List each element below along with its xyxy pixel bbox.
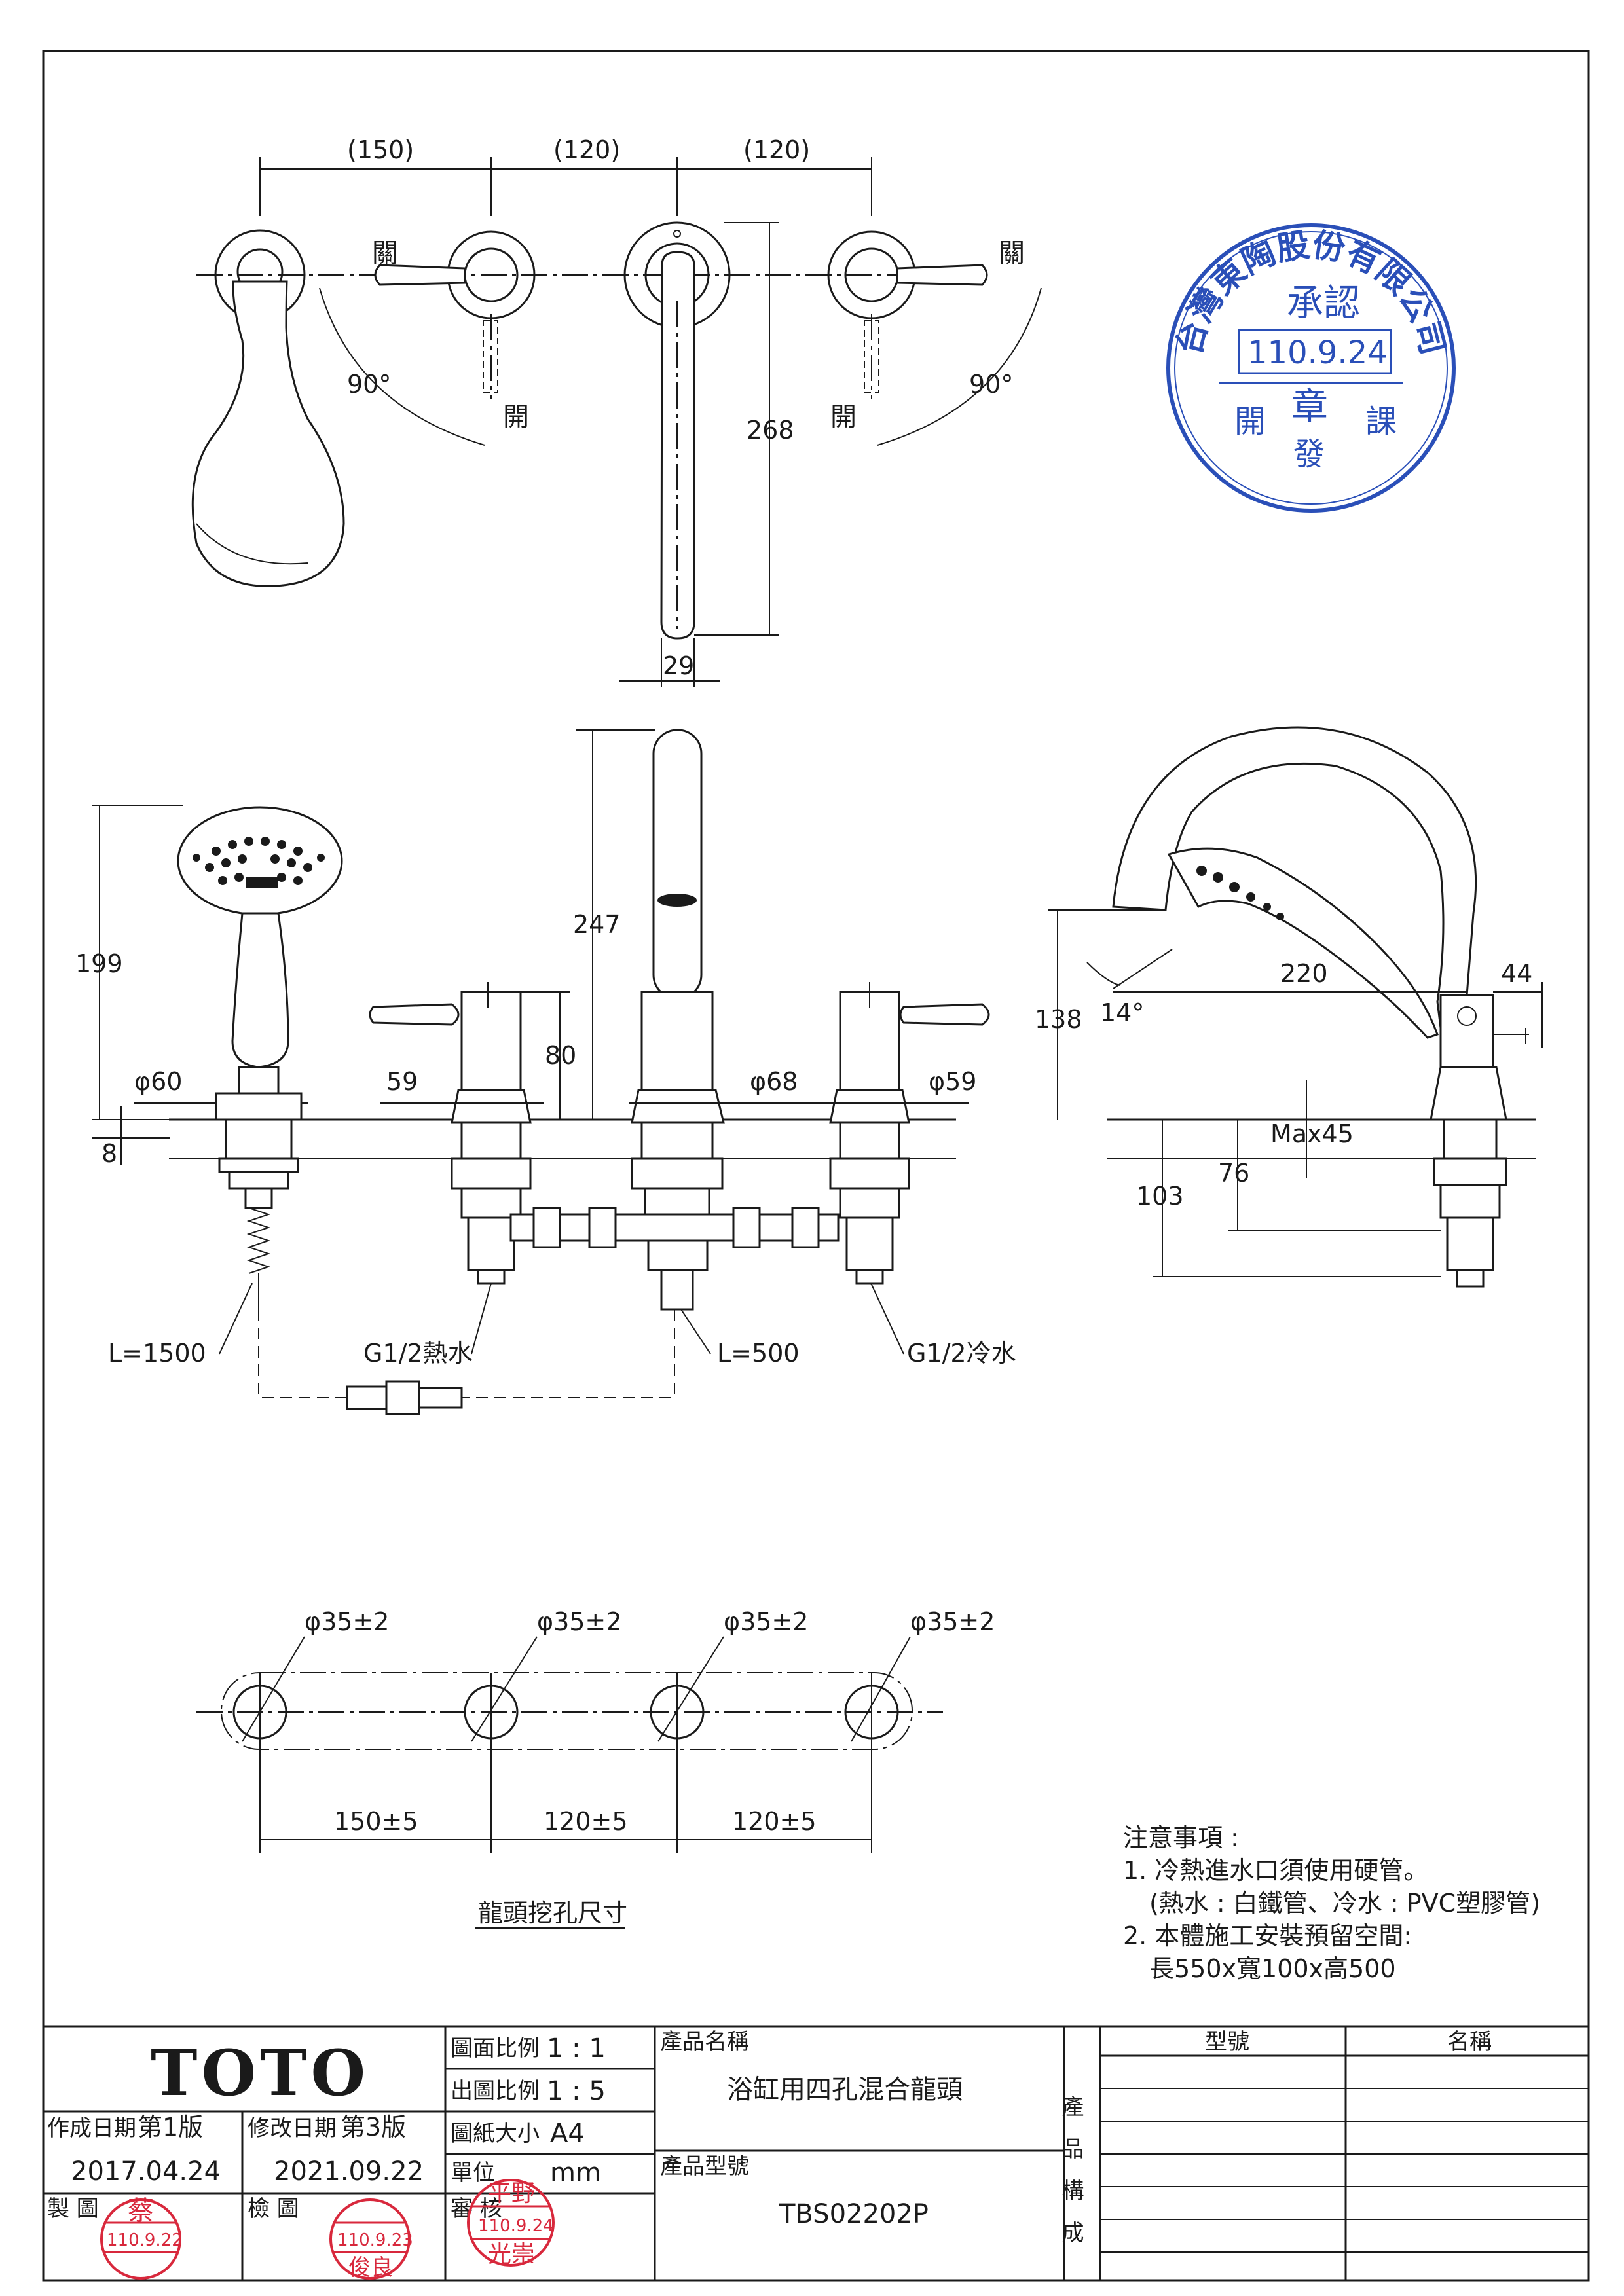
svg-text:平野: 平野 (488, 2180, 535, 2207)
svg-text:光崇: 光崇 (488, 2241, 535, 2268)
created-date: 2017.04.24 (71, 2157, 221, 2187)
revised-date: 2021.09.22 (274, 2157, 424, 2187)
close-right-label: 關 (999, 238, 1025, 268)
dim-120b-label: (120) (743, 136, 810, 164)
name-col-header: 名稱 (1447, 2029, 1492, 2055)
stamp-checked: 110.9.23 俊良 (329, 2198, 413, 2281)
svg-text:俊良: 俊良 (348, 2255, 393, 2281)
top-view: (150) (120) (120) 關 開 90° 268 29 (191, 136, 1042, 687)
notes-line-1: 1. 冷熱進水口須使用硬管。 (1123, 1856, 1428, 1885)
approval-date: 110.9.24 (1247, 335, 1388, 371)
dim-8-label: 8 (101, 1139, 117, 1168)
l500-label: L=500 (717, 1339, 800, 1368)
open-left-label: 開 (503, 402, 529, 432)
svg-text:110.9.22: 110.9.22 (107, 2231, 183, 2250)
composition-label: 產品構成 (1058, 2095, 1084, 2263)
hand-shower-top (191, 280, 345, 587)
dim-103-label: 103 (1136, 1182, 1184, 1211)
angle-14-label: 14° (1100, 998, 1144, 1027)
unit-value: mm (550, 2158, 601, 2188)
stamp-review: 平野 110.9.24 光崇 (467, 2179, 555, 2268)
dim-76-label: 76 (1218, 1159, 1249, 1188)
dim-phi68-label: φ68 (750, 1067, 798, 1096)
hole-3-dia: φ35±2 (724, 1607, 808, 1636)
dim-120a-label: (120) (553, 136, 620, 164)
svg-text:110.9.24: 110.9.24 (478, 2216, 554, 2236)
approval-title: 承認 (1287, 282, 1360, 325)
hole-2-dia: φ35±2 (537, 1607, 621, 1636)
dim-59a-label: 59 (386, 1067, 418, 1096)
notes-line-2: (熱水 : 白鐵管、冷水 : PVC塑膠管) (1149, 1889, 1540, 1918)
hole-4-dia: φ35±2 (910, 1607, 995, 1636)
out-scale-label: 出圖比例 (451, 2078, 540, 2104)
product-model: TBS02202P (779, 2199, 929, 2229)
notes-line-4: 長550x寬100x高500 (1149, 1954, 1396, 1983)
created-label: 作成日期 (47, 2115, 136, 2141)
approval-seal: 章 (1291, 386, 1328, 428)
hand-shower-handle (231, 912, 289, 1068)
open-right-label: 開 (830, 402, 857, 432)
model-col-header: 型號 (1205, 2029, 1249, 2055)
notes: 注意事項 : 1. 冷熱進水口須使用硬管。 (熱水 : 白鐵管、冷水 : PVC… (1123, 1823, 1540, 1983)
dim-phi60-label: φ60 (134, 1067, 182, 1096)
notes-line-3: 2. 本體施工安裝預留空間: (1123, 1922, 1412, 1950)
revised-label: 修改日期 (248, 2115, 337, 2141)
angle-left-label: 90° (347, 370, 391, 399)
spacing-2: 120±5 (544, 1807, 628, 1836)
approval-dept-2: 發 (1293, 436, 1325, 473)
created-version: 第1版 (138, 2113, 203, 2141)
dim-199-label: 199 (75, 949, 123, 978)
review-label: 審 核 (451, 2196, 502, 2222)
drawn-label: 製 圖 (47, 2196, 99, 2222)
product-model-label: 產品型號 (660, 2153, 749, 2179)
hole-layout: φ35±2 φ35±2 φ35±2 φ35±2 150±5 120±5 120±… (196, 1607, 995, 1929)
scale-label: 圖面比例 (451, 2035, 540, 2062)
svg-text:110.9.23: 110.9.23 (337, 2231, 413, 2250)
hose-spring (246, 1207, 271, 1274)
unit-label: 單位 (451, 2160, 495, 2186)
stamp-drawn: 蔡 110.9.22 (100, 2196, 183, 2280)
dim-268-label: 268 (747, 416, 794, 445)
side-view: 138 14° 220 44 103 76 Max45 (1035, 726, 1543, 1288)
dim-29-label: 29 (663, 651, 694, 680)
spacing-1: 150±5 (334, 1807, 418, 1836)
checked-label: 檢 圖 (248, 2196, 299, 2222)
approval-stamp: 台灣東陶股份有限公司 承認 110.9.24 章 開 發 課 (1166, 223, 1456, 513)
dim-220-label: 220 (1280, 959, 1328, 988)
hole-1-dia: φ35±2 (304, 1607, 389, 1636)
product-name-label: 產品名稱 (660, 2029, 749, 2055)
close-left-label: 關 (372, 238, 398, 268)
scale-value: 1 : 1 (547, 2033, 606, 2064)
spacing-3: 120±5 (732, 1807, 817, 1836)
brand-logo: TOTO (151, 2036, 369, 2110)
dim-247-label: 247 (573, 910, 621, 939)
angle-right-label: 90° (969, 370, 1013, 399)
approval-dept-1: 開 (1234, 403, 1266, 440)
product-name: 浴缸用四孔混合龍頭 (727, 2075, 963, 2105)
paper-label: 圖紙大小 (451, 2121, 540, 2147)
cold-inlet-label: G1/2冷水 (907, 1339, 1016, 1368)
dim-phi59-label: φ59 (929, 1067, 976, 1096)
approval-dept-3: 課 (1365, 403, 1397, 440)
paper-value: A4 (550, 2119, 585, 2149)
dim-80-label: 80 (545, 1041, 576, 1070)
dim-max45-label: Max45 (1270, 1120, 1354, 1148)
svg-text:蔡: 蔡 (128, 2196, 154, 2226)
dim-138-label: 138 (1035, 1005, 1082, 1034)
out-scale-value: 1 : 5 (547, 2076, 606, 2106)
revised-version: 第3版 (341, 2113, 406, 2141)
dim-150-label: (150) (347, 136, 414, 164)
dim-44-label: 44 (1501, 959, 1532, 988)
l1500-label: L=1500 (108, 1339, 206, 1368)
front-view: 199 8 φ60 L=1500 (75, 729, 1016, 1415)
notes-title: 注意事項 : (1123, 1823, 1239, 1852)
hot-inlet-label: G1/2熱水 (363, 1339, 473, 1368)
title-block: TOTO 作成日期 第1版 2017.04.24 修改日期 第3版 2021.0… (42, 2025, 1590, 2282)
hole-layout-caption: 龍頭挖孔尺寸 (478, 1899, 627, 1927)
